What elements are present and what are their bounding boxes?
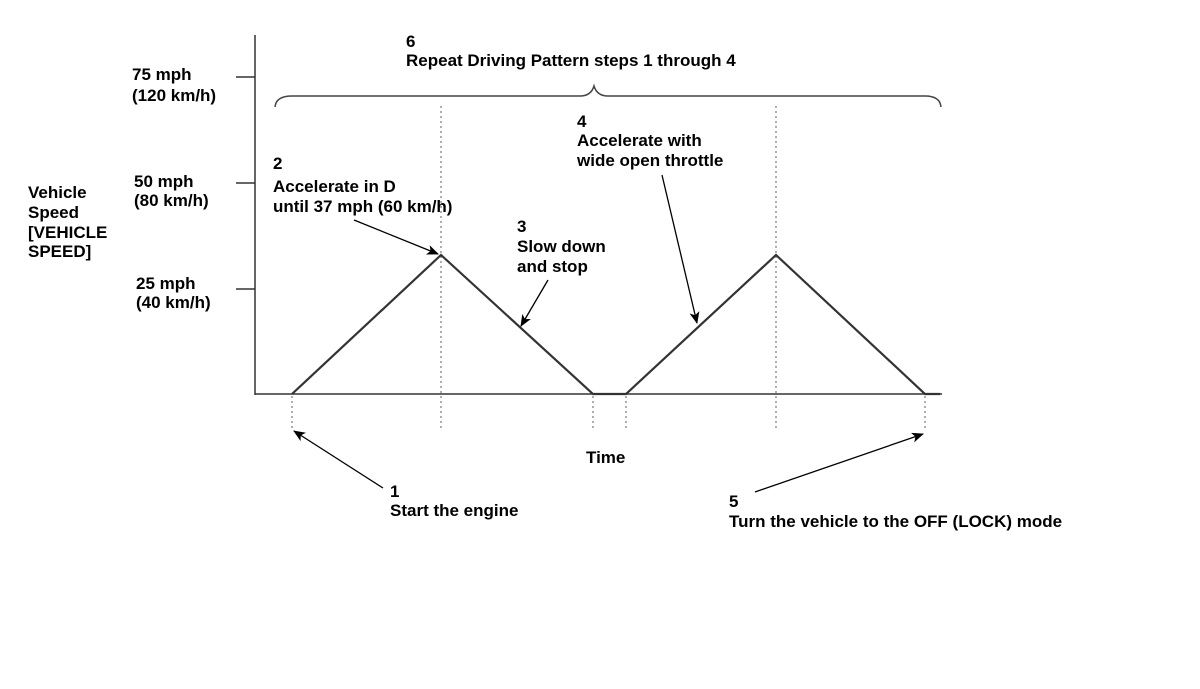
tick-label-50-speed: 50 mph — [134, 172, 194, 191]
step5-number: 5 — [729, 492, 738, 511]
tick-label-25-metric: (40 km/h) — [136, 293, 211, 312]
step4-number: 4 — [577, 112, 587, 131]
tick-label-75-speed: 75 mph — [132, 65, 192, 84]
tick-label-50-metric: (80 km/h) — [134, 191, 209, 210]
step2-text-line2: until 37 mph (60 km/h) — [273, 197, 452, 216]
step5-text: Turn the vehicle to the OFF (LOCK) mode — [729, 512, 1062, 531]
step4-text-line1: Accelerate with — [577, 131, 702, 150]
tick-label-75-metric: (120 km/h) — [132, 86, 216, 105]
step1-arrow — [293, 430, 384, 489]
y-axis-title-line4: SPEED] — [28, 242, 91, 261]
step5-arrow — [754, 432, 924, 493]
y-axis-title-line3: [VEHICLE — [28, 223, 107, 242]
step6-number: 6 — [406, 32, 415, 51]
step4-arrow — [661, 174, 700, 324]
step1-text: Start the engine — [390, 501, 518, 520]
tick-label-25-speed: 25 mph — [136, 274, 196, 293]
y-axis-title-line1: Vehicle — [28, 183, 87, 202]
step3-text-line2: and stop — [517, 257, 588, 276]
x-axis-title: Time — [586, 448, 625, 467]
step2-text-line1: Accelerate in D — [273, 177, 396, 196]
step3-text-line1: Slow down — [517, 237, 606, 256]
step2-arrow — [353, 219, 439, 255]
step2-number: 2 — [273, 154, 282, 173]
step3-number: 3 — [517, 217, 526, 236]
step4-text-line2: wide open throttle — [576, 151, 723, 170]
step3-arrow — [520, 279, 549, 327]
step6-text: Repeat Driving Pattern steps 1 through 4 — [406, 51, 736, 70]
y-axis-title-line2: Speed — [28, 203, 79, 222]
step1-number: 1 — [390, 482, 399, 501]
repeat-brace — [274, 83, 942, 108]
speed-trace — [291, 253, 940, 396]
